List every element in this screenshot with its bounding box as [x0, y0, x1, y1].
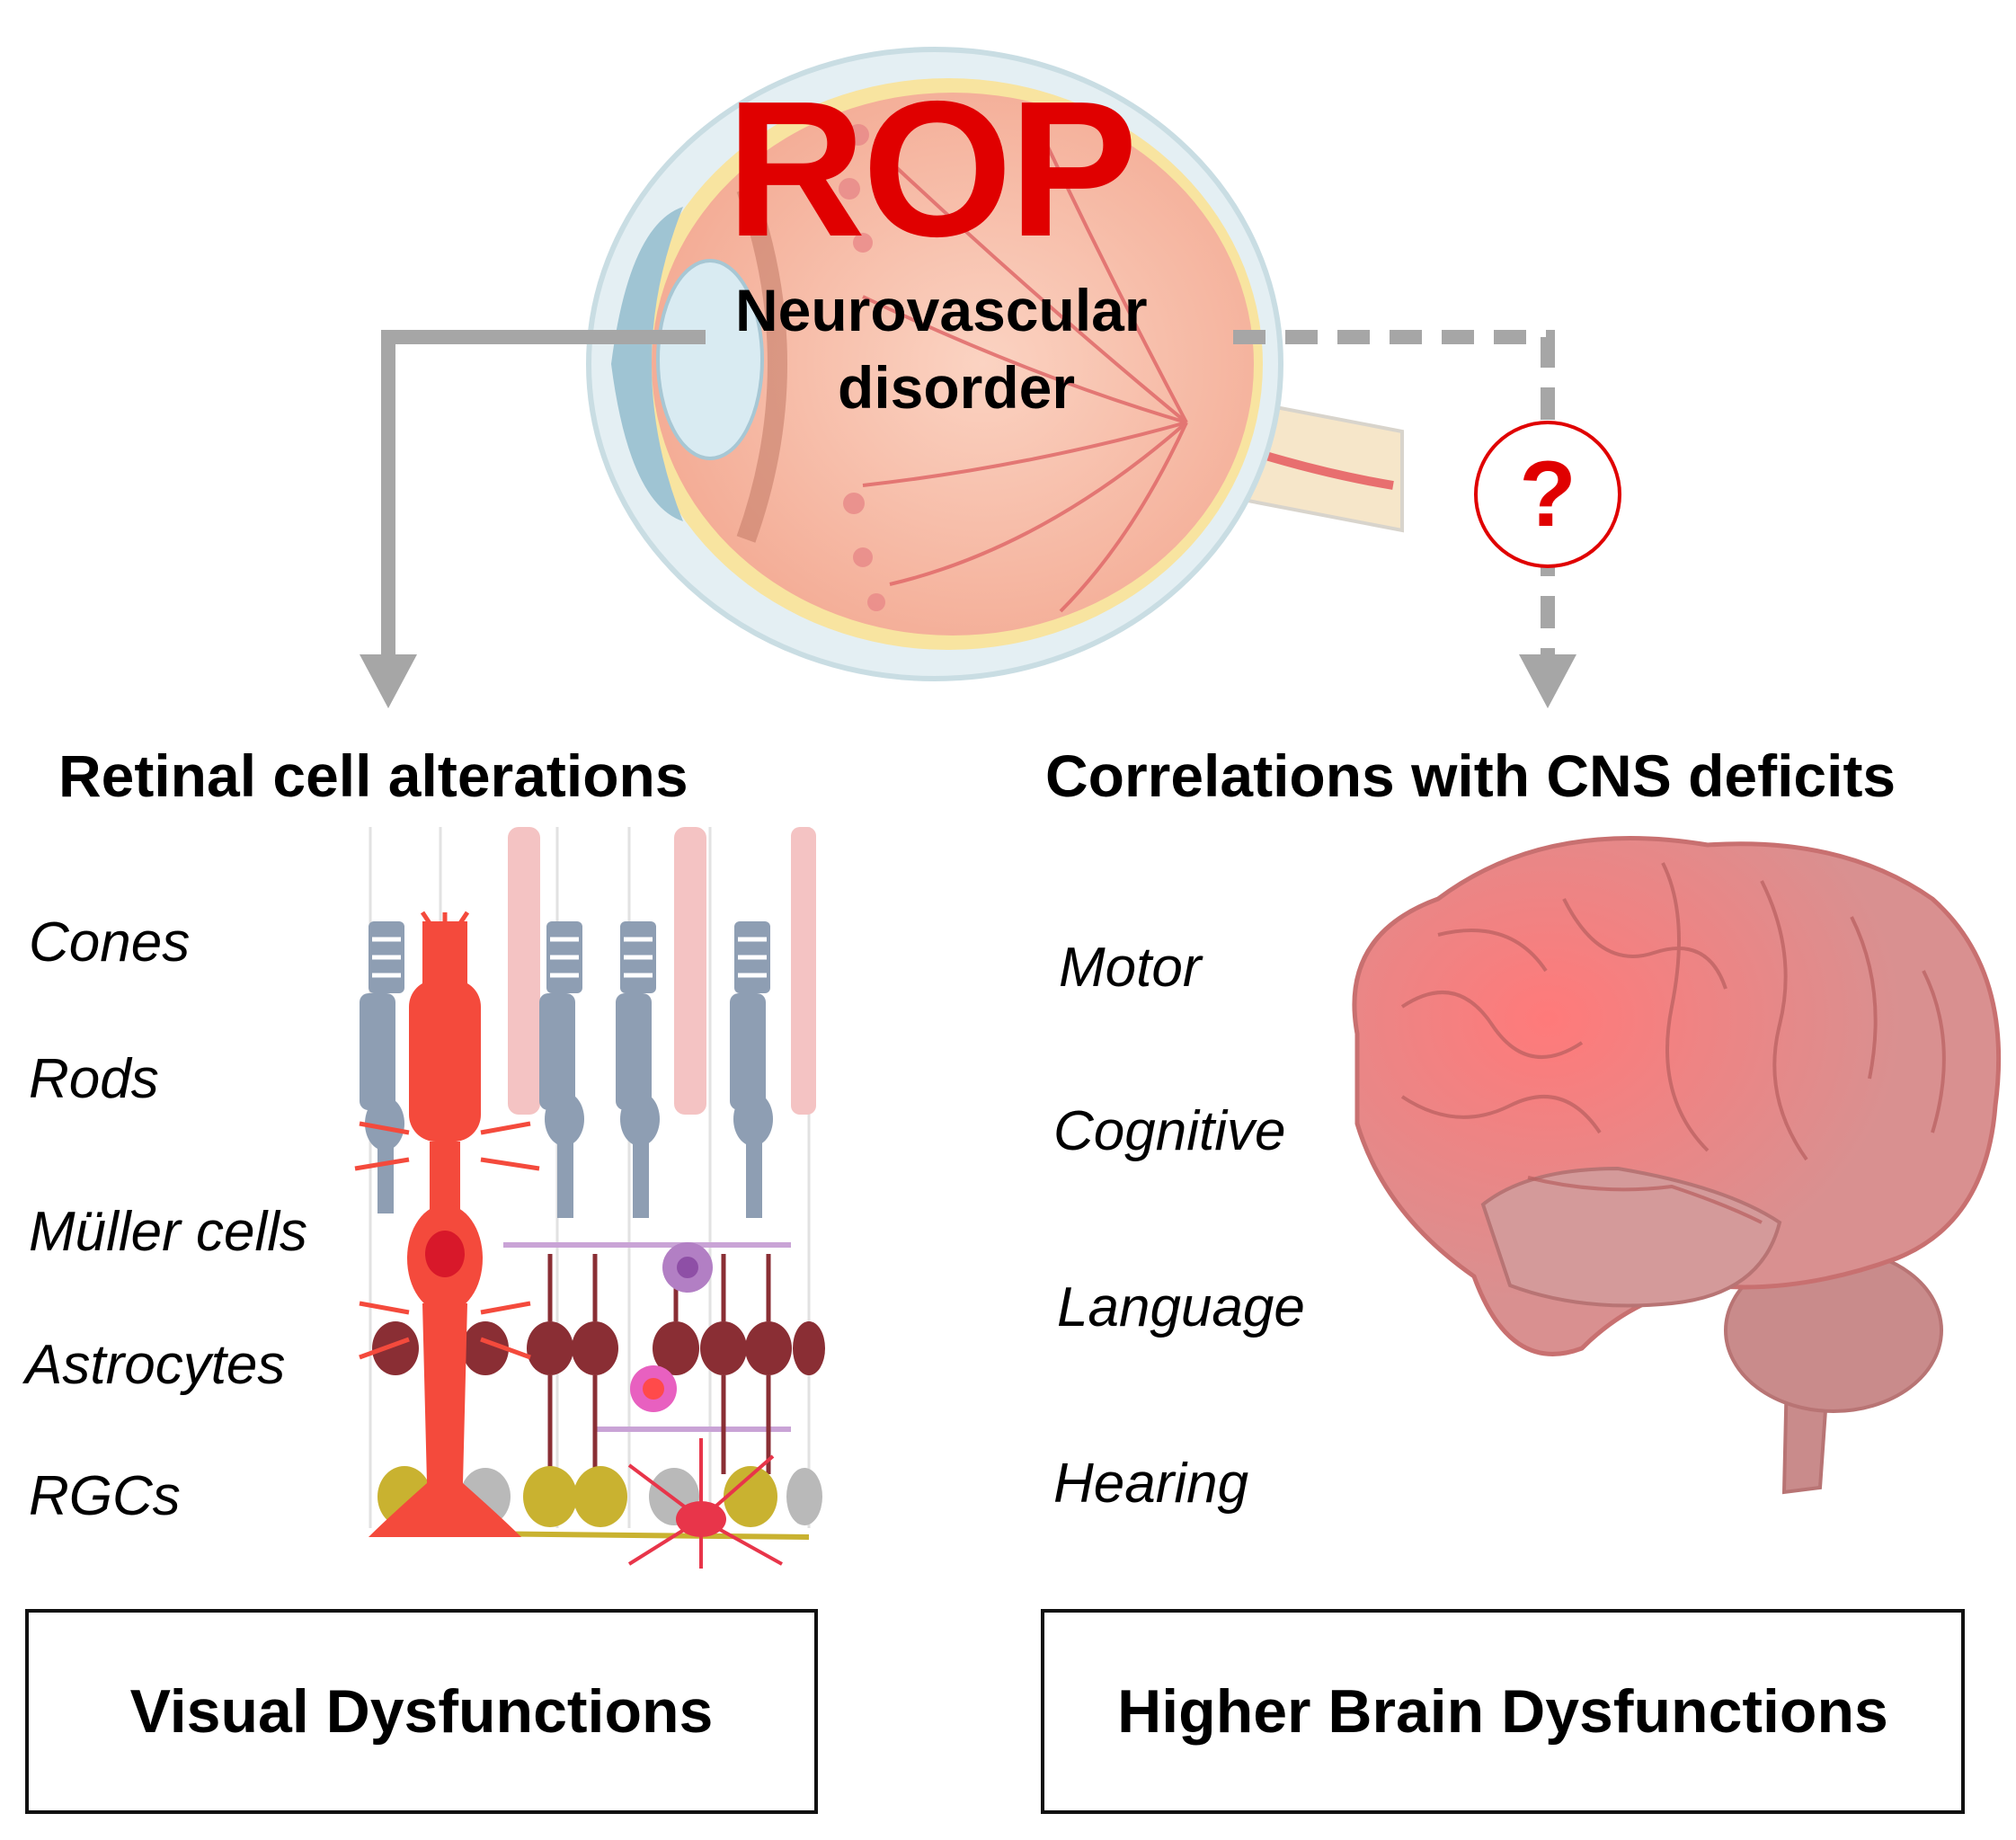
higher-brain-dysfunctions-box: Higher Brain Dysfunctions — [1041, 1609, 1965, 1814]
label-motor: Motor — [1059, 937, 1202, 999]
label-rods: Rods — [29, 1048, 159, 1110]
retina-illustration — [354, 827, 825, 1569]
solid-arrow-left — [360, 330, 706, 708]
label-cones: Cones — [29, 911, 191, 973]
rgc-cells — [377, 1466, 777, 1527]
eyeball-retina — [652, 93, 1254, 636]
retinal-vessels — [862, 116, 1188, 613]
brain-illustration — [1352, 836, 2002, 1495]
eye-illustration — [586, 47, 1404, 681]
ridge-lesions — [839, 124, 885, 611]
muller-cell — [369, 921, 521, 1537]
question-circle — [1474, 421, 1621, 568]
left-heading: Retinal cell alterations — [58, 742, 688, 809]
rod-cells — [508, 827, 816, 1115]
visual-dysfunctions-box: Visual Dysfunctions — [25, 1609, 818, 1814]
bipolar-cells — [372, 1321, 825, 1375]
label-cognitive: Cognitive — [1053, 1100, 1286, 1162]
cornea — [611, 207, 683, 521]
subtitle-line-2: disorder — [838, 354, 1076, 421]
diagram-title: ROP — [726, 60, 1138, 277]
question-mark-icon: ? — [1519, 441, 1576, 547]
label-astrocytes: Astrocytes — [25, 1334, 286, 1396]
subtitle-line-1: Neurovascular — [735, 277, 1148, 343]
right-heading: Correlations with CNS deficits — [1045, 742, 1896, 809]
ciliary-body — [736, 185, 787, 543]
label-language: Language — [1057, 1276, 1305, 1338]
temporal-lobe — [1480, 1166, 1782, 1308]
astrocyte-cell — [627, 1438, 783, 1569]
label-rgcs: RGCs — [29, 1465, 181, 1527]
label-hearing: Hearing — [1053, 1453, 1249, 1515]
label-muller-cells: Müller cells — [29, 1201, 308, 1263]
lens — [656, 259, 764, 460]
